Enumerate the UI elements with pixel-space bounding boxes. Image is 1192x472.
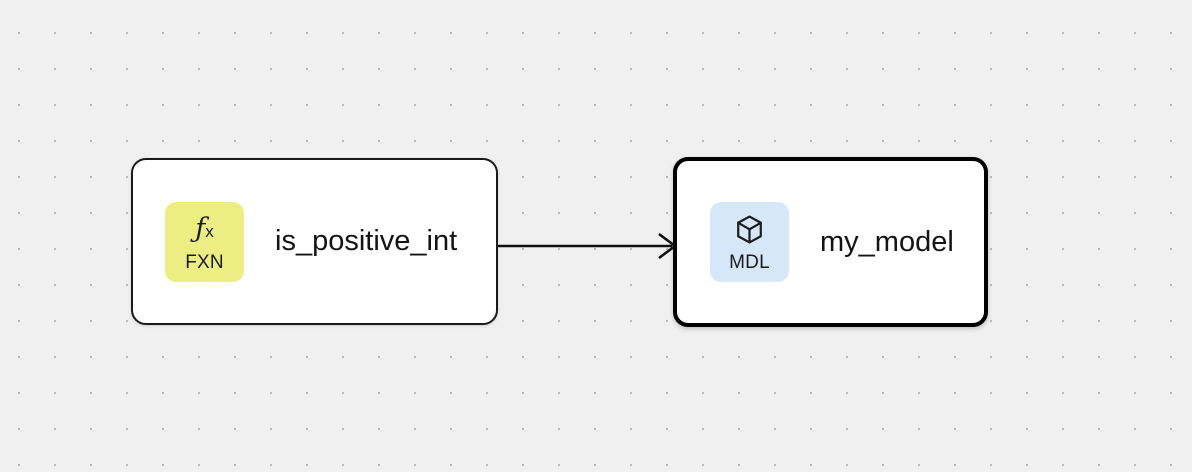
fx-glyph-f: ƒ (195, 213, 206, 244)
node-badge-mdl: MDL (710, 202, 789, 282)
node-title-is-positive-int: is_positive_int (275, 225, 458, 257)
function-fx-icon: ƒx (195, 212, 214, 246)
node-badge-label-mdl: MDL (729, 252, 770, 273)
node-badge-label-fxn: FXN (185, 251, 224, 273)
cube-box-icon-svg (737, 214, 762, 244)
node-is-positive-int[interactable]: ƒx FXN is_positive_int (131, 158, 498, 325)
cube-box-icon (733, 212, 766, 246)
node-badge-fxn: ƒx FXN (165, 201, 244, 282)
node-title-my-model: my_model (820, 225, 954, 258)
edge-fxn-to-mdl[interactable] (497, 232, 678, 260)
fx-glyph-x: x (205, 222, 214, 241)
node-my-model[interactable]: MDL my_model (673, 157, 988, 327)
